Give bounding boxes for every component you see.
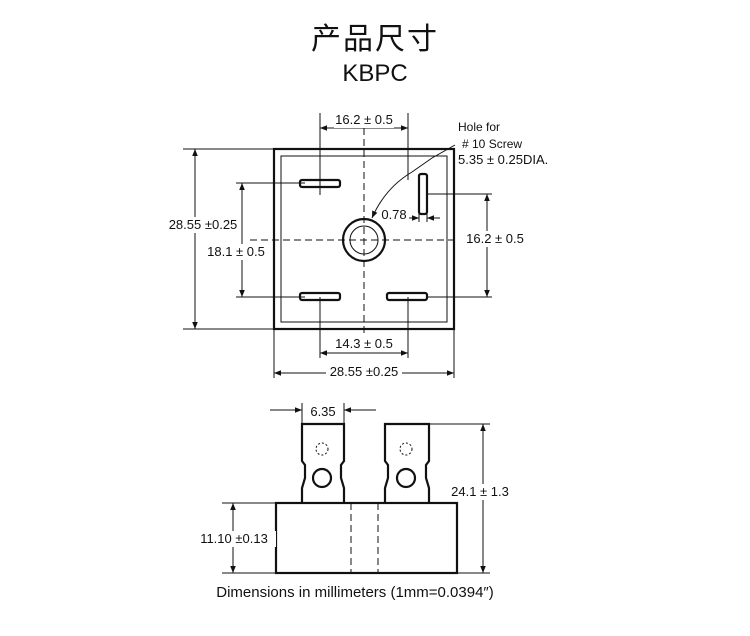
top-view: 16.2 ± 0.5 Hole for # 10 Screw 5.35 ± 0.…: [160, 112, 548, 380]
side-view: 6.35 24.1 ± 1.3 11.10 ±0.13: [192, 403, 518, 575]
page-title: 产品尺寸: [311, 22, 439, 57]
dim-outer-width: 28.55 ±0.25: [330, 364, 399, 379]
mounting-hole-inner: [349, 225, 379, 255]
dim-right-height: 16.2 ± 0.5: [466, 231, 524, 246]
hole-note-line2: # 10 Screw: [462, 137, 522, 151]
terminal-right: [383, 422, 431, 503]
pin-top-right: [417, 172, 429, 216]
terminal-right-dot: [399, 442, 413, 456]
hole-note-line1: Hole for: [458, 120, 500, 134]
terminal-left: [300, 422, 346, 503]
dim-inner-height: 18.1 ± 0.5: [207, 244, 265, 259]
dim-outer-height: 28.55 ±0.25: [169, 217, 238, 232]
units-note: Dimensions in millimeters (1mm=0.0394″): [216, 584, 494, 601]
terminal-left-dot: [315, 442, 329, 456]
dim-body-height: 11.10 ±0.13: [200, 531, 268, 546]
dim-total-height: 24.1 ± 1.3: [451, 484, 509, 499]
dim-inner-width: 16.2 ± 0.5: [335, 112, 393, 127]
pin-bottom-right: [385, 291, 429, 302]
terminal-right-hole: [395, 467, 417, 489]
model-name: KBPC: [342, 60, 408, 87]
terminal-left-hole: [311, 467, 333, 489]
dim-pin-width: 0.78: [381, 207, 406, 222]
mounting-hole-outer: [341, 217, 387, 263]
dim-terminal-width: 6.35: [310, 404, 335, 419]
dim-pin-spacing: 14.3 ± 0.5: [335, 336, 393, 351]
hole-note-line3: 5.35 ± 0.25DIA.: [458, 152, 548, 167]
side-body: [274, 501, 459, 575]
